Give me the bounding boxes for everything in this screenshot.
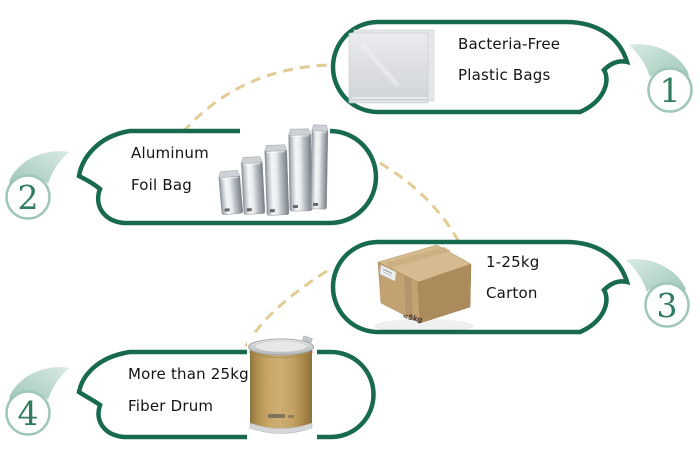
item-1-number: 1 xyxy=(660,71,681,110)
item-4-number: 4 xyxy=(18,394,39,433)
item-3-number: 3 xyxy=(657,286,678,325)
item-4-label-line-1: More than 25kg xyxy=(128,365,249,383)
aluminum-foil-bags-photo xyxy=(218,116,330,216)
item-3-label-line-1: 1-25kg xyxy=(486,253,540,271)
fiber-drum-photo xyxy=(247,334,317,444)
item-1-number-badge xyxy=(647,67,693,113)
item-2-label-line-2: Foil Bag xyxy=(131,176,192,194)
item-2-number-badge xyxy=(5,174,51,220)
connector-2-to-1 xyxy=(181,63,331,133)
carton-box-photo: <5kg xyxy=(374,244,474,333)
item-3-label-line-2: Carton xyxy=(486,284,538,302)
item-3-bubble xyxy=(330,239,631,335)
plastic-bags-photo xyxy=(348,29,435,104)
item-2-number: 2 xyxy=(18,178,39,217)
item-3-number-badge xyxy=(644,282,690,328)
item-1-label-line-1: Bacteria-Free xyxy=(458,35,561,53)
connector-2-to-3 xyxy=(379,161,461,243)
item-4-number-badge xyxy=(5,390,51,436)
item-1-label-line-2: Plastic Bags xyxy=(458,66,551,84)
item-4-label-line-2: Fiber Drum xyxy=(128,397,214,415)
item-2-label-line-1: Aluminum xyxy=(131,144,209,162)
